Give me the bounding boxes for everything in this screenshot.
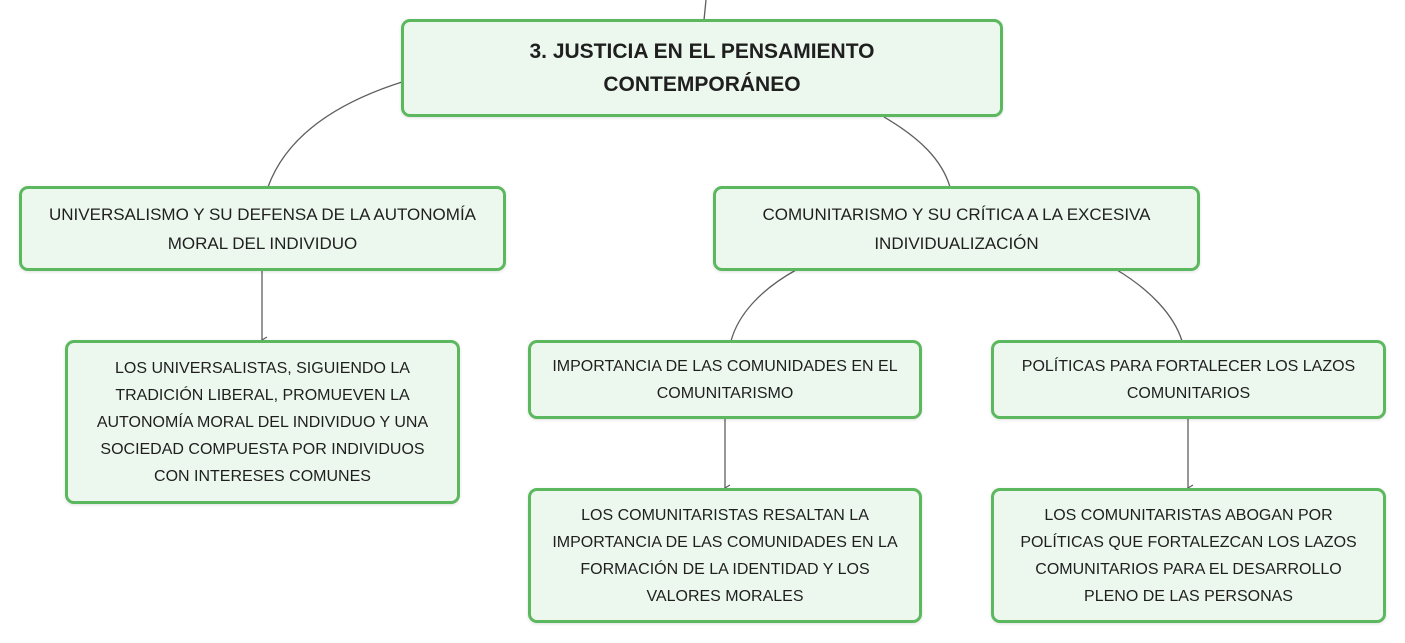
connector-root-to-comunitarismo (883, 116, 951, 188)
detail-importancia-comunidades[interactable]: LOS COMUNITARISTAS RESALTAN LA IMPORTANC… (528, 488, 922, 623)
subtopic-politicas-lazos-label: POLÍTICAS PARA FORTALECER LOS LAZOS COMU… (1021, 357, 1356, 402)
detail-politicas-lazos-text: LOS COMUNITARISTAS ABOGAN POR POLÍTICAS … (1020, 506, 1357, 605)
subtopic-importancia-comunidades-label: IMPORTANCIA DE LAS COMUNIDADES EN EL COM… (552, 357, 898, 402)
topic-universalismo-label: UNIVERSALISMO Y SU DEFENSA DE LA AUTONOM… (48, 204, 477, 253)
detail-importancia-comunidades-text: LOS COMUNITARISTAS RESALTAN LA IMPORTANC… (552, 506, 898, 605)
detail-universalismo[interactable]: LOS UNIVERSALISTAS, SIGUIENDO LA TRADICI… (65, 340, 460, 504)
subtopic-importancia-comunidades[interactable]: IMPORTANCIA DE LAS COMUNIDADES EN EL COM… (528, 340, 922, 419)
root-topic-node[interactable]: 3. JUSTICIA EN EL PENSAMIENTO CONTEMPORÁ… (401, 19, 1003, 117)
topic-comunitarismo[interactable]: COMUNITARISMO Y SU CRÍTICA A LA EXCESIVA… (713, 186, 1200, 271)
root-topic-label: 3. JUSTICIA EN EL PENSAMIENTO CONTEMPORÁ… (529, 40, 875, 96)
connector-root-to-universalismo (267, 81, 403, 188)
connector-comunitarismo-to-importancia (730, 269, 797, 342)
connector-comunitarismo-to-politicas (1116, 269, 1183, 342)
topic-universalismo[interactable]: UNIVERSALISMO Y SU DEFENSA DE LA AUTONOM… (19, 186, 506, 271)
connector-parent-to-root (703, 0, 707, 21)
detail-universalismo-text: LOS UNIVERSALISTAS, SIGUIENDO LA TRADICI… (96, 359, 429, 485)
subtopic-politicas-lazos[interactable]: POLÍTICAS PARA FORTALECER LOS LAZOS COMU… (991, 340, 1386, 419)
topic-comunitarismo-label: COMUNITARISMO Y SU CRÍTICA A LA EXCESIVA… (762, 204, 1151, 253)
detail-politicas-lazos[interactable]: LOS COMUNITARISTAS ABOGAN POR POLÍTICAS … (991, 488, 1386, 623)
